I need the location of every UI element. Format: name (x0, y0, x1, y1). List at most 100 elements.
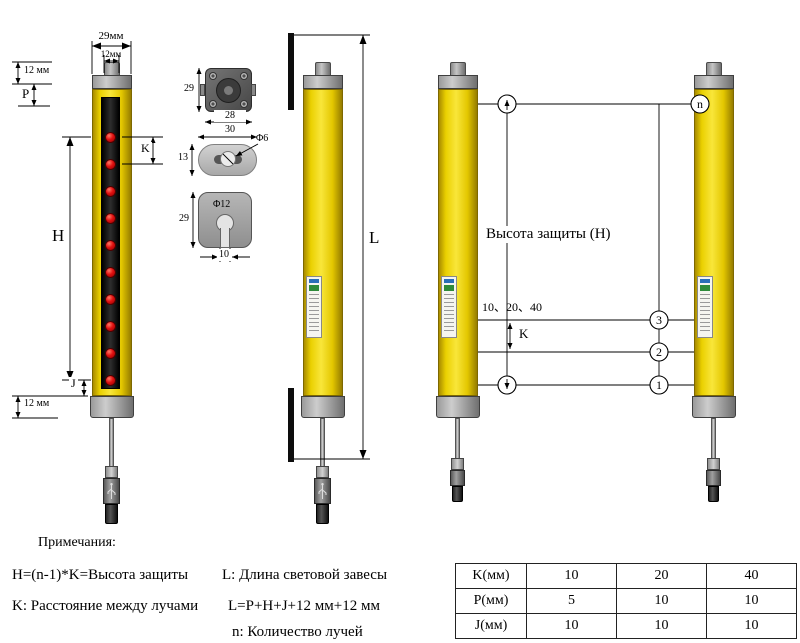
beam-index-3-label: 3 (656, 313, 662, 327)
table-row: J(мм) 10 10 10 (455, 613, 797, 639)
connector-tip (452, 486, 463, 502)
screw-icon (240, 72, 248, 80)
protection-height-title: Высота защиты (H) (484, 226, 613, 244)
dim-label-bottom-offset: 12 мм (22, 398, 52, 410)
beam-index-2-label: 2 (656, 345, 662, 359)
connector-collar (451, 458, 464, 470)
beam-lens (105, 132, 116, 143)
note-n-desc: n: Количество лучей (232, 624, 363, 640)
screw-icon (209, 72, 217, 80)
connector-collar (105, 466, 118, 478)
table-cell: 10 (616, 588, 707, 614)
table-row: K(мм) 10 20 40 (455, 563, 797, 589)
table-cell: 20 (616, 563, 707, 589)
table-cell: 10 (526, 613, 617, 639)
wall-bracket-bottom (288, 388, 294, 462)
notes-heading: Примечания: (38, 535, 116, 550)
product-label-sticker (306, 276, 322, 338)
dim-label-h: H (52, 226, 65, 245)
dim-label-top-offset: 12 мм (22, 65, 52, 77)
beam-lens (105, 186, 116, 197)
dim-label-p: P (20, 86, 32, 102)
table-row: P(мм) 5 10 10 (455, 588, 797, 614)
table-cell: P(мм) (455, 588, 527, 614)
table-cell: 10 (616, 613, 707, 639)
bracket-dim-phi6: Φ6 (256, 133, 269, 144)
side-view-dimension-lines (294, 34, 370, 460)
beam-lens (105, 321, 116, 332)
beam-index-1-label: 1 (656, 378, 662, 392)
connector-collar (316, 466, 329, 478)
dim-label-k: K (139, 141, 152, 156)
label-text-lines (444, 294, 454, 334)
table-cell: 5 (526, 588, 617, 614)
connector-collar (707, 458, 720, 470)
bracket-dim-29b: 29 (179, 213, 189, 224)
table-cell: 40 (706, 563, 797, 589)
wall-bracket-top (288, 33, 294, 110)
bracket-dimension-lines (189, 68, 259, 262)
transmitter-body (438, 89, 478, 396)
table-cell: 10 (706, 588, 797, 614)
dim-label-cap: 12мм (100, 49, 122, 59)
bracket-dim-30: 30 (214, 124, 246, 136)
beam-lens (105, 159, 116, 170)
bracket-dim-phi12: Φ12 (213, 199, 231, 210)
beam-lens (105, 348, 116, 359)
bracket-dim-13: 13 (178, 152, 188, 163)
dim-label-l: L (369, 228, 380, 247)
product-label-sticker (697, 276, 713, 338)
leader-line (235, 143, 259, 157)
bracket-center-pin (224, 86, 233, 95)
label-text-lines (700, 294, 710, 334)
beam-lens (105, 294, 116, 305)
screw-icon (240, 100, 248, 108)
beam-dot-strip (101, 97, 120, 389)
dim-label-width: 29мм (98, 30, 124, 42)
beam-index-1 (649, 375, 669, 395)
brand-mark (700, 279, 710, 283)
dim-label-j: J (69, 376, 78, 391)
logo-mark (444, 285, 454, 291)
connector-plug (706, 470, 721, 486)
brand-mark (309, 279, 319, 283)
beam-index-2 (649, 342, 669, 362)
beam-index-n-label: n (697, 97, 703, 111)
bottom-cap (436, 396, 480, 418)
device-body (303, 89, 343, 396)
bracket-dim-10: 10 (217, 249, 231, 261)
logo-mark (309, 285, 319, 291)
beam-index-3 (649, 310, 669, 330)
beam-lens (105, 267, 116, 278)
product-label-sticker (441, 276, 457, 338)
beam-lens (105, 213, 116, 224)
receiver-body (694, 89, 734, 396)
connector-tip (708, 486, 719, 502)
beam-index-nodes: n 3 2 1 (497, 94, 710, 395)
table-cell: 10 (706, 613, 797, 639)
label-text-lines (309, 294, 319, 334)
connector-plug (103, 478, 120, 504)
brand-mark (444, 279, 454, 283)
screw-slot-line (222, 153, 234, 165)
top-cap (694, 75, 734, 89)
table-cell: K(мм) (455, 563, 527, 589)
bottom-cap (301, 396, 345, 418)
connector-tip (316, 504, 329, 524)
bracket-dim-29: 29 (184, 83, 194, 94)
bottom-cap (692, 396, 736, 418)
note-k-desc: K: Расстояние между лучами (12, 598, 199, 614)
beam-k-label: K (517, 326, 531, 342)
top-cap (438, 75, 478, 89)
k-values-label: 10、20、40 (482, 300, 543, 314)
bracket-dim-28: 28 (214, 110, 246, 122)
table-cell: 10 (526, 563, 617, 589)
bracket-tab (251, 84, 256, 96)
connector-plug (314, 478, 331, 504)
connector-tip (105, 504, 118, 524)
spec-table: K(мм) 10 20 40 P(мм) 5 10 10 J(мм) 10 10… (455, 563, 797, 639)
beam-lens (105, 240, 116, 251)
beam-lens (105, 375, 116, 386)
